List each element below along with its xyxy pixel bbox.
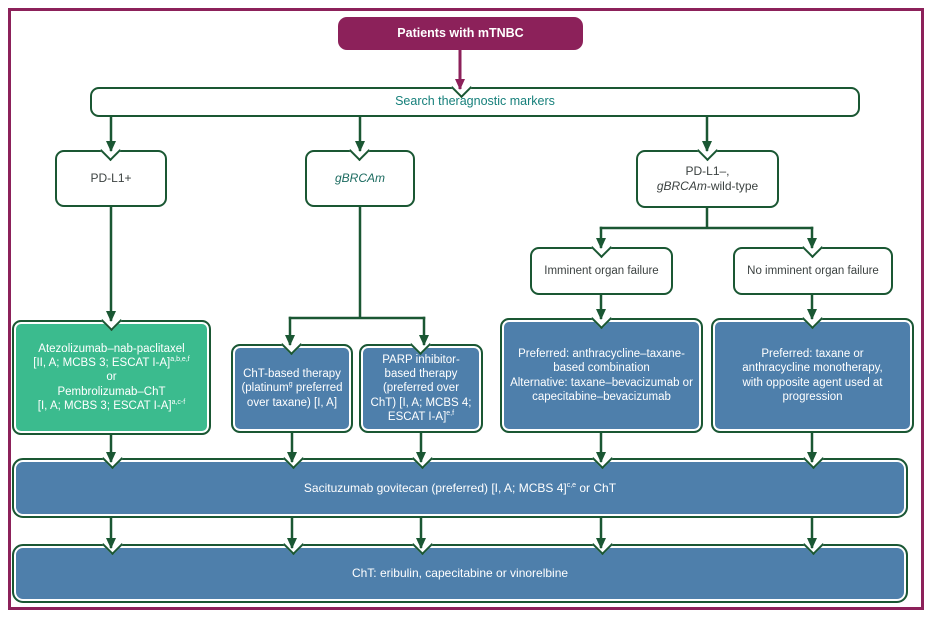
node-imminent-organ-failure-label: Imminent organ failure bbox=[544, 264, 659, 277]
wildtype-text: -wild-type bbox=[706, 179, 759, 193]
node-cht-based-therapy: ChT-based therapy (platinumg preferred o… bbox=[231, 333, 353, 433]
parp-text: PARP inhibitor-based therapy (preferred … bbox=[370, 353, 472, 424]
node-no-imminent-organ-failure: No imminent organ failure bbox=[733, 236, 893, 295]
sacituzumab-text1: Sacituzumab govitecan (preferred) [I, A;… bbox=[303, 480, 567, 495]
atezo-line2-superscript: a,b,e,f bbox=[170, 356, 190, 364]
atezo-line5-text: [I, A; MCBS 3; ESCAT I-A] bbox=[37, 400, 172, 413]
preferred-combo-line1: Preferred: anthracycline–taxane-based co… bbox=[518, 347, 685, 375]
sacituzumab-label: Sacituzumab govitecan (preferred) [I, A;… bbox=[304, 481, 616, 496]
node-pdl1-negative-line2: gBRCAm-wild-type bbox=[657, 179, 758, 194]
node-imminent-organ-failure: Imminent organ failure bbox=[530, 236, 673, 295]
atezo-line2-text: [II, A; MCBS 3; ESCAT I-A] bbox=[33, 356, 171, 369]
node-taxane-anthracycline-monotherapy: Preferred: taxane or anthracycline monot… bbox=[711, 307, 914, 433]
node-gbrcam: gBRCAm bbox=[305, 139, 415, 207]
atezo-line5: [I, A; MCBS 3; ESCAT I-A]a,c-f bbox=[38, 399, 185, 413]
node-parp-inhibitor-therapy: PARP inhibitor-based therapy (preferred … bbox=[359, 333, 483, 433]
atezo-line3: or bbox=[106, 371, 117, 384]
node-pdl1-positive: PD-L1+ bbox=[55, 139, 167, 207]
node-no-imminent-organ-failure-label: No imminent organ failure bbox=[747, 264, 879, 277]
atezo-line1: Atezolizumab–nab-paclitaxel bbox=[38, 342, 185, 355]
node-search-markers-label: Search theragnostic markers bbox=[395, 94, 555, 109]
node-search-markers: Search theragnostic markers bbox=[90, 76, 860, 117]
cht-based-superscript: g bbox=[288, 381, 293, 389]
sacituzumab-superscript: c,e bbox=[566, 481, 577, 489]
cht-final-label: ChT: eribulin, capecitabine or vinorelbi… bbox=[351, 566, 569, 580]
node-pdl1-positive-label: PD-L1+ bbox=[90, 171, 132, 185]
cht-based-label: ChT-based therapy (platinumg preferred o… bbox=[241, 367, 343, 410]
cht-based-text2: preferred over taxane) [I, A] bbox=[246, 382, 343, 409]
node-anthracycline-taxane-combination: Preferred: anthracycline–taxane-based co… bbox=[500, 307, 703, 433]
cht-based-text1: ChT-based therapy (platinum bbox=[241, 367, 341, 395]
parp-label: PARP inhibitor-based therapy (preferred … bbox=[369, 353, 473, 425]
atezo-line2: [II, A; MCBS 3; ESCAT I-A]a,b,e,f bbox=[33, 356, 189, 370]
node-cht-final: ChT: eribulin, capecitabine or vinorelbi… bbox=[12, 533, 908, 603]
atezo-line5-superscript: a,c-f bbox=[171, 399, 186, 407]
preferred-mono-label: Preferred: taxane or anthracycline monot… bbox=[742, 347, 883, 403]
atezo-line4: Pembrolizumab–ChT bbox=[57, 385, 166, 398]
sacituzumab-text2: or ChT bbox=[576, 480, 617, 495]
node-patients-mtnbc: Patients with mTNBC bbox=[338, 17, 583, 50]
node-patients-mtnbc-label: Patients with mTNBC bbox=[397, 25, 524, 40]
node-pdl1-negative-wildtype: PD-L1–, gBRCAm-wild-type bbox=[636, 139, 779, 208]
node-atezolizumab-pembrolizumab: Atezolizumab–nab-paclitaxel [II, A; MCBS… bbox=[12, 309, 211, 435]
parp-superscript: e,f bbox=[446, 410, 455, 418]
preferred-combo-line2: Alternative: taxane–bevacizumab or capec… bbox=[510, 376, 693, 403]
node-sacituzumab-govitecan: Sacituzumab govitecan (preferred) [I, A;… bbox=[12, 447, 908, 518]
gbrcam-italic-text: gBRCAm bbox=[656, 179, 707, 193]
node-gbrcam-label: gBRCAm bbox=[334, 171, 385, 185]
node-pdl1-negative-line1: PD-L1–, bbox=[685, 164, 730, 178]
